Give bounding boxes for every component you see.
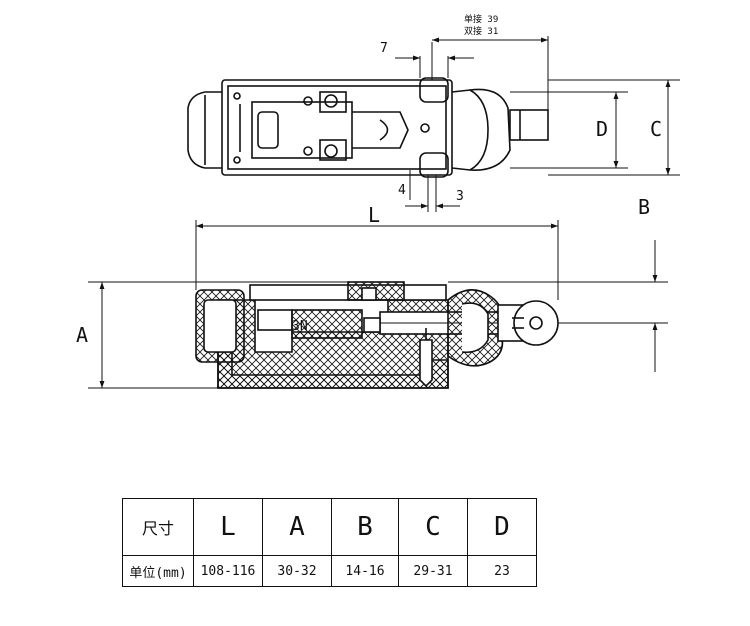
dim-label-double: 双接 31 [464,25,498,37]
table-cell: 14-16 [331,555,399,587]
switch-technical-drawing: 3N 单接 39 双接 31 7 4 3 L A B C D [76,13,680,389]
dim-label-D: D [596,117,608,141]
dim-label-4: 4 [398,183,406,198]
dimension-table: 尺寸 L A B C D 单位(mm) 108-116 30-32 14-16 … [122,498,537,587]
table-cell: 29-31 [398,555,468,587]
dim-label-B: B [638,195,650,219]
table-header-cell: B [331,498,399,556]
table-cell: 30-32 [262,555,332,587]
dim-label-C: C [650,117,662,141]
table-header-cell: D [467,498,537,556]
table-row: 单位(mm) 108-116 30-32 14-16 29-31 23 [122,555,537,587]
table-header-cell: C [398,498,468,556]
dim-label-7: 7 [380,41,388,56]
dim-label-single: 单接 39 [464,13,498,25]
top-view [187,77,549,178]
table-header-cell: A [262,498,332,556]
table-header-cell: L [193,498,263,556]
table-header-cell: 尺寸 [122,498,194,556]
side-view-dimensions [88,220,668,389]
table-cell: 单位(mm) [122,555,194,587]
dim-label-3: 3 [456,189,464,204]
side-view-mark: 3N [292,319,308,334]
side-view [195,281,559,389]
dim-label-A: A [76,323,88,347]
dim-label-L: L [368,203,380,227]
top-view-dimensions [395,36,680,212]
table-header-row: 尺寸 L A B C D [122,498,537,556]
table-cell: 108-116 [193,555,263,587]
table-cell: 23 [467,555,537,587]
